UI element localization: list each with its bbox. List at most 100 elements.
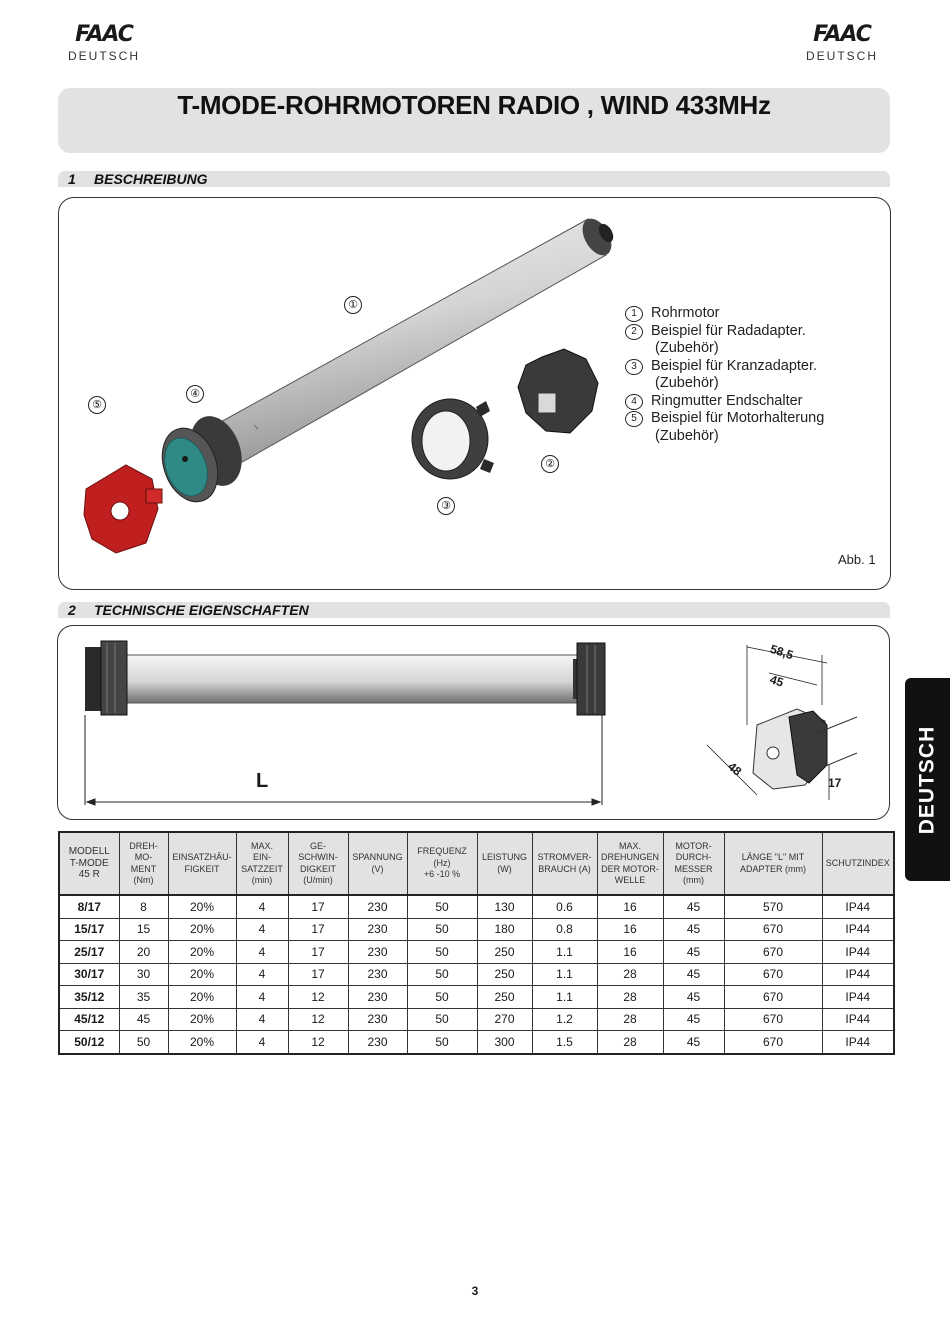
model-cell: 45/12 <box>58 1007 120 1031</box>
length-dimension-line <box>84 715 603 806</box>
language-side-tab: DEUTSCH <box>905 678 950 881</box>
table-cell: 17 <box>287 962 349 986</box>
legend-marker: 1 <box>625 306 643 322</box>
table-header: MAX. EIN- SATZZEIT (min) <box>235 831 289 896</box>
table-cell: 20% <box>167 962 237 986</box>
table-cell: IP44 <box>821 1007 895 1031</box>
table-cell: 670 <box>723 1030 823 1054</box>
end-view-dimension-lines <box>706 645 830 800</box>
length-label: L <box>256 770 269 792</box>
table-cell: 30 <box>118 962 169 986</box>
table-cell: 8 <box>118 894 169 919</box>
table-cell: 45 <box>662 894 725 919</box>
table-cell: 17 <box>287 894 349 919</box>
legend-item: 2 Beispiel für Radadapter. (Zubehör) <box>625 323 824 358</box>
brand-mark: FAAC <box>813 22 872 47</box>
table-cell: 50 <box>406 894 478 919</box>
table-cell: 50 <box>406 940 478 964</box>
table-cell: 20% <box>167 894 237 919</box>
table-cell: 670 <box>723 917 823 941</box>
table-cell: IP44 <box>821 894 895 919</box>
legend-marker: 5 <box>625 411 643 427</box>
table-header: STROMVER- BRAUCH (A) <box>531 831 598 896</box>
table-cell: 16 <box>596 917 664 941</box>
side-tab-label: DEUTSCH <box>915 725 939 834</box>
table-header: GE- SCHWIN- DIGKEIT (U/min) <box>287 831 349 896</box>
table-cell: 1.2 <box>531 1007 598 1031</box>
table-cell: 50 <box>406 985 478 1009</box>
motor-parts-illustration <box>83 218 614 554</box>
model-cell: 25/17 <box>58 940 120 964</box>
model-cell: 30/17 <box>58 962 120 986</box>
legend-marker: 4 <box>625 393 643 410</box>
table-cell: 250 <box>476 940 533 964</box>
table-cell: 28 <box>596 962 664 986</box>
table-cell: 45 <box>662 917 725 941</box>
legend-marker: 2 <box>625 323 643 340</box>
model-cell: 8/17 <box>58 894 120 919</box>
table-cell: 4 <box>235 894 289 919</box>
legend-text: Rohrmotor <box>651 305 720 321</box>
callout-4: ④ <box>186 385 204 403</box>
table-cell: 45 <box>662 1007 725 1031</box>
table-cell: 230 <box>347 1030 408 1054</box>
figure-caption: Abb. 1 <box>838 552 876 567</box>
table-cell: IP44 <box>821 1030 895 1054</box>
table-cell: 20% <box>167 985 237 1009</box>
table-header: EINSATZHÄU- FIGKEIT <box>167 831 237 896</box>
crown-adapter-shape <box>411 398 494 480</box>
table-cell: 670 <box>723 1007 823 1031</box>
table-cell: 50 <box>406 962 478 986</box>
table-cell: 35 <box>118 985 169 1009</box>
table-cell: IP44 <box>821 940 895 964</box>
ring-nut-shape <box>161 416 242 503</box>
callout-1: ① <box>344 296 362 314</box>
table-header: LÄNGE "L" MIT ADAPTER (mm) <box>723 831 823 896</box>
table-cell: 230 <box>347 985 408 1009</box>
title-box: T-MODE-ROHRMOTOREN RADIO , WIND 433MHz <box>58 88 890 153</box>
table-header-row: MODELL T-MODE 45 R DREH- MO- MENT (Nm) E… <box>58 831 895 896</box>
legend-item: 3 Beispiel für Kranzadapter. (Zubehör) <box>625 358 824 393</box>
callout-2: ② <box>541 455 559 473</box>
section-header-technische-eigenschaften: 2 TECHNISCHE EIGENSCHAFTEN <box>58 602 890 618</box>
table-cell: 20% <box>167 1007 237 1031</box>
end-view-shape <box>752 708 858 790</box>
model-cell: 35/12 <box>58 985 120 1009</box>
table-cell: 4 <box>235 1007 289 1031</box>
table-cell: 4 <box>235 962 289 986</box>
table-cell: 28 <box>596 1030 664 1054</box>
table-header: MAX. DREHUNGEN DER MOTOR- WELLE <box>596 831 664 896</box>
table-cell: 45 <box>662 940 725 964</box>
table-header: MODELL T-MODE 45 R <box>58 831 120 896</box>
table-cell: 230 <box>347 917 408 941</box>
table-cell: 1.1 <box>531 940 598 964</box>
table-cell: 16 <box>596 894 664 919</box>
brand-mark: FAAC <box>75 22 134 47</box>
table-cell: 250 <box>476 985 533 1009</box>
section-number: 1 <box>68 171 76 187</box>
table-cell: 20% <box>167 940 237 964</box>
section-number: 2 <box>68 602 76 618</box>
table-cell: IP44 <box>821 917 895 941</box>
dimension-17: 17 <box>828 776 842 790</box>
table-cell: 670 <box>723 985 823 1009</box>
faac-logo-left: FAAC DEUTSCH <box>54 24 154 64</box>
legend-text: Beispiel für Radadapter. (Zubehör) <box>651 322 806 357</box>
legend-item: 4 Ringmutter Endschalter <box>625 393 824 411</box>
table-cell: 130 <box>476 894 533 919</box>
table-cell: 0.6 <box>531 894 598 919</box>
legend-item: 1 Rohrmotor <box>625 305 824 323</box>
horizontal-tube-shape <box>122 654 584 704</box>
table-cell: 4 <box>235 985 289 1009</box>
legend-item: 5 Beispiel für Motorhalterung (Zubehör) <box>625 410 824 445</box>
table-cell: 0.8 <box>531 917 598 941</box>
table-cell: 28 <box>596 1007 664 1031</box>
table-cell: 45 <box>662 985 725 1009</box>
table-header: DREH- MO- MENT (Nm) <box>118 831 169 896</box>
